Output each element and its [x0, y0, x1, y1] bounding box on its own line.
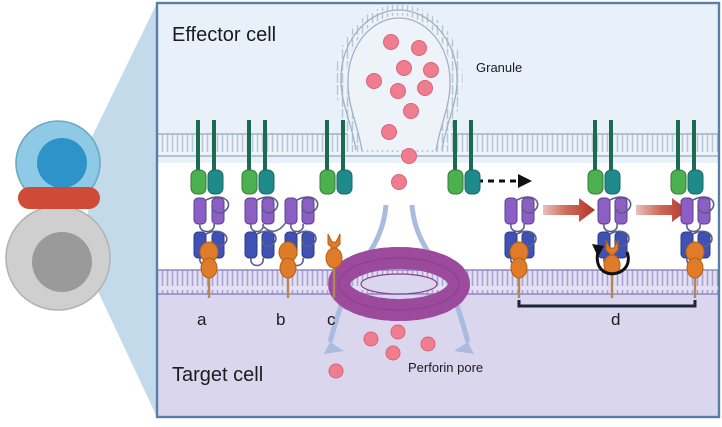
dashed-arrow: [477, 174, 532, 188]
receptor-column-b: [241, 120, 319, 298]
main-panel: [157, 3, 719, 417]
immune-synapse: [18, 187, 100, 209]
panel-border: [155, 1, 721, 419]
zoom-wedge: [88, 3, 157, 417]
receptor-column-a: [190, 120, 230, 298]
label-perforin-pore: Perforin pore: [408, 360, 484, 375]
panel-label-a: a: [197, 310, 207, 329]
receptor-column-d2: [587, 120, 632, 298]
label-granule: Granule: [476, 60, 523, 75]
panel-label-d: d: [611, 310, 621, 329]
rotation-curved-arrow: [592, 244, 630, 276]
effector-cell-nucleus: [37, 138, 87, 188]
panel-label-b: b: [276, 310, 286, 329]
red-transition-arrow-1: [543, 198, 595, 222]
red-transition-arrow-2: [636, 198, 688, 222]
left-cell-cartoon: [5, 3, 157, 417]
target-cell-nucleus: [32, 232, 92, 292]
granule-vesicle: [335, 4, 463, 190]
perforin-pore: [328, 247, 470, 321]
label-effector-cell: Effector cell: [172, 24, 277, 46]
granule-contents: [366, 34, 439, 190]
panel-label-c: c: [327, 310, 336, 329]
receptor-column-d1: [447, 120, 539, 298]
bracket-d: [517, 300, 697, 308]
receptor-column-d3: [670, 120, 715, 298]
label-target-cell: Target cell: [172, 364, 264, 386]
receptor-column-c: [319, 120, 353, 298]
